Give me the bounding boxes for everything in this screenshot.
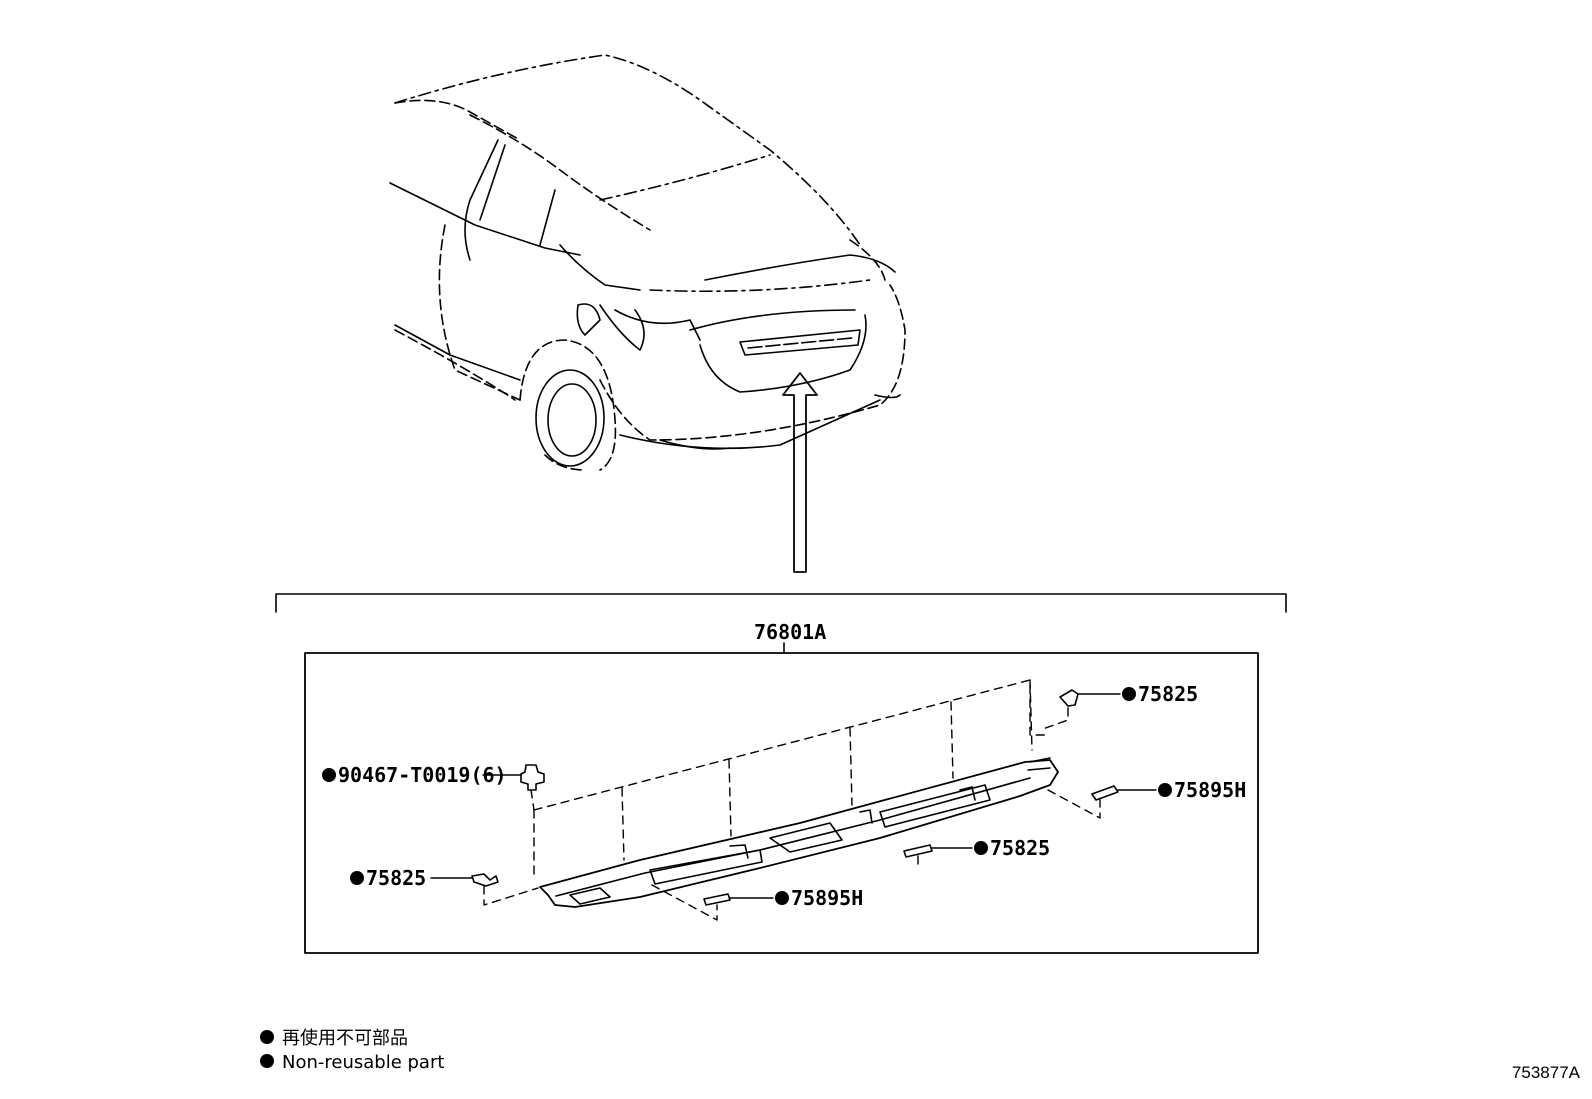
callout-clip-left: 75825 — [350, 868, 426, 888]
part-number-tape-bottom: 75895H — [791, 886, 864, 910]
legend-english: Non-reusable part — [260, 1054, 444, 1072]
back-door-garnish — [539, 757, 1059, 908]
non-reusable-marker-icon — [775, 890, 789, 905]
figure-id: 753877A — [1511, 1063, 1580, 1082]
tape-icon — [1091, 785, 1119, 801]
detail-frame — [304, 652, 1259, 954]
part-number-bolt: 90467-T0019(6) — [338, 763, 507, 787]
non-reusable-marker-icon — [1158, 782, 1172, 797]
tape-icon — [703, 893, 731, 906]
bolt-icon — [520, 764, 545, 791]
legend-text-en: Non-reusable part — [282, 1052, 445, 1073]
callout-tape-right: 75895H — [1158, 780, 1246, 800]
location-arrow-icon — [782, 372, 818, 573]
install-guide-lines — [483, 679, 1101, 921]
callout-clip-mid: 75825 — [974, 838, 1050, 858]
non-reusable-marker-icon — [322, 767, 336, 782]
part-number-clip-top-right: 75825 — [1138, 682, 1199, 706]
legend-japanese: 再使用不可部品 — [260, 1030, 408, 1048]
part-number-clip-mid: 75825 — [990, 836, 1051, 860]
clip-icon — [1059, 689, 1079, 707]
clip-icon — [471, 873, 499, 887]
vehicle-outline — [389, 54, 906, 471]
non-reusable-marker-icon — [974, 840, 988, 855]
non-reusable-marker-icon — [350, 870, 364, 885]
filled-circle-icon — [260, 1030, 274, 1044]
tape-icon — [903, 844, 933, 858]
callout-clip-top-right: 75825 — [1122, 684, 1198, 704]
legend-text-ja: 再使用不可部品 — [282, 1028, 408, 1049]
non-reusable-marker-icon — [1122, 686, 1136, 701]
callout-bolt: 90467-T0019(6) — [322, 765, 507, 785]
part-number-clip-left: 75825 — [366, 866, 427, 890]
callout-tape-bottom: 75895H — [775, 888, 863, 908]
leader-lines — [430, 693, 1157, 899]
filled-circle-icon — [260, 1054, 274, 1068]
part-number-tape-right: 75895H — [1174, 778, 1247, 802]
assembly-part-number: 76801A — [754, 620, 827, 644]
assembly-bracket — [275, 593, 1287, 613]
